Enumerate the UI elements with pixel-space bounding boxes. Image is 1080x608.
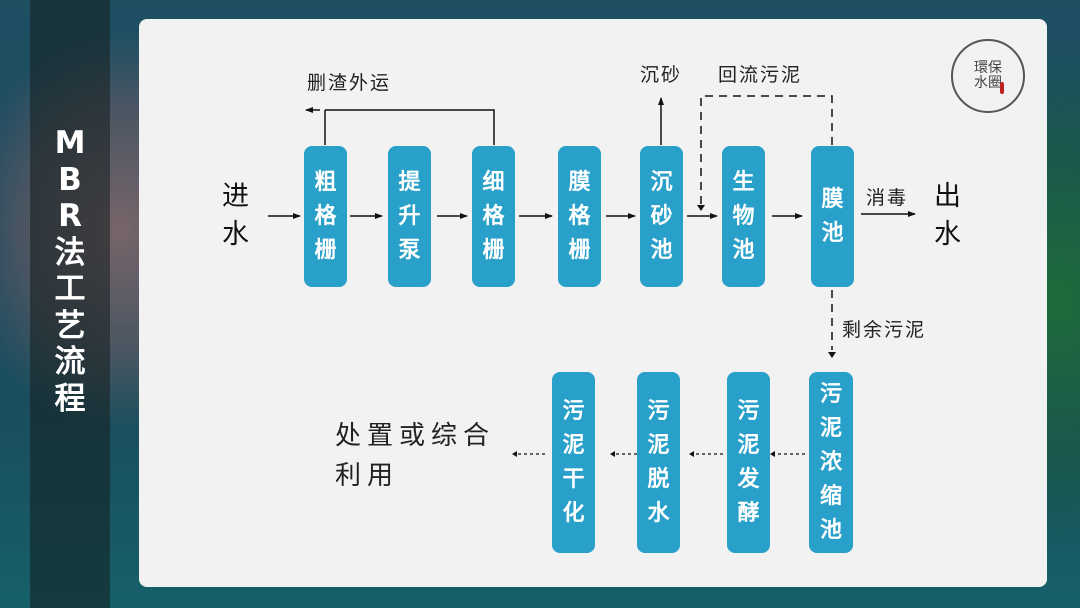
title-char: 法 [54,234,86,271]
box-char: 泥 [819,415,842,441]
outflow-line2: 水 [934,219,961,250]
box-char: 泵 [398,237,421,263]
box-char: 栅 [314,237,337,263]
title-char: 流 [54,344,86,380]
box-char: 化 [562,500,585,526]
return-sludge-line [700,95,833,205]
process-box-grit-chamber: 沉 砂 池 [640,146,683,287]
title-char: B [58,161,82,198]
box-char: 膜 [821,186,844,212]
process-box-membrane-tank: 膜 池 [811,146,854,287]
box-char: 格 [482,203,505,229]
box-char: 提 [398,169,421,195]
box-char: 缩 [819,483,842,509]
box-char: 升 [398,203,421,229]
process-box-membrane-screen: 膜 格 栅 [558,146,601,287]
inflow-line1: 进 [222,181,249,212]
title-char: M [54,125,86,161]
box-char: 池 [819,517,842,543]
return-sludge-label: 回流污泥 [718,64,803,86]
excess-sludge-label: 剩余污泥 [842,319,927,341]
seal-icon [1000,82,1004,94]
logo-text: 環保水圈 [974,60,1002,91]
screenings-label: 删渣外运 [307,72,392,94]
box-char: 浓 [819,449,842,475]
box-char: 泥 [647,432,670,458]
grit-label: 沉砂 [640,64,683,86]
process-box-coarse-screen: 粗 格 栅 [304,146,347,287]
box-char: 物 [732,203,755,229]
process-box-bio-tank: 生 物 池 [722,146,765,287]
box-char: 栅 [568,237,591,263]
box-char: 膜 [568,169,591,195]
title-char: R [58,198,82,234]
title-band [30,0,110,608]
box-char: 发 [737,466,760,492]
process-box-sludge-dewatering: 污 泥 脱 水 [637,372,680,553]
box-char: 池 [732,237,755,263]
box-char: 水 [647,500,670,526]
box-char: 污 [647,398,670,424]
process-box-sludge-drying: 污 泥 干 化 [552,372,595,553]
screenings-line [325,109,495,145]
excess-sludge-arrowhead [828,352,836,358]
title-char: 艺 [54,307,86,344]
page-title: M B R 法 工 艺 流 程 [30,125,110,417]
process-box-sludge-thickening: 污 泥 浓 缩 池 [809,372,853,553]
box-char: 细 [482,169,505,195]
box-char: 粗 [314,169,337,195]
box-char: 池 [650,237,673,263]
disposal-line1: 处置或综合 [335,421,496,451]
disinfection-label: 消毒 [866,187,909,209]
process-box-fine-screen: 细 格 栅 [472,146,515,287]
title-char: 工 [54,271,86,307]
box-char: 砂 [650,203,673,229]
inflow-label: 进 水 [222,178,249,254]
box-char: 泥 [562,432,585,458]
box-char: 沉 [650,169,673,195]
disposal-label: 处置或综合 利用 [335,416,495,496]
box-char: 格 [568,203,591,229]
process-box-lift-pump: 提 升 泵 [388,146,431,287]
box-char: 污 [737,398,760,424]
box-char: 污 [819,381,842,407]
brand-logo: 環保水圈 [951,39,1025,113]
process-box-sludge-fermentation: 污 泥 发 酵 [727,372,770,553]
box-char: 生 [732,169,755,195]
box-char: 池 [821,220,844,246]
box-char: 泥 [737,432,760,458]
return-sludge-arrowhead [697,205,705,211]
inflow-line2: 水 [222,219,249,250]
box-char: 脱 [647,466,670,492]
box-char: 酵 [737,500,760,526]
outflow-line1: 出 [934,181,961,212]
title-char: 程 [54,380,86,417]
box-char: 干 [562,466,585,492]
outflow-label: 出 水 [934,178,961,254]
box-char: 污 [562,398,585,424]
disposal-line2: 利用 [335,461,400,491]
box-char: 栅 [482,237,505,263]
box-char: 格 [314,203,337,229]
